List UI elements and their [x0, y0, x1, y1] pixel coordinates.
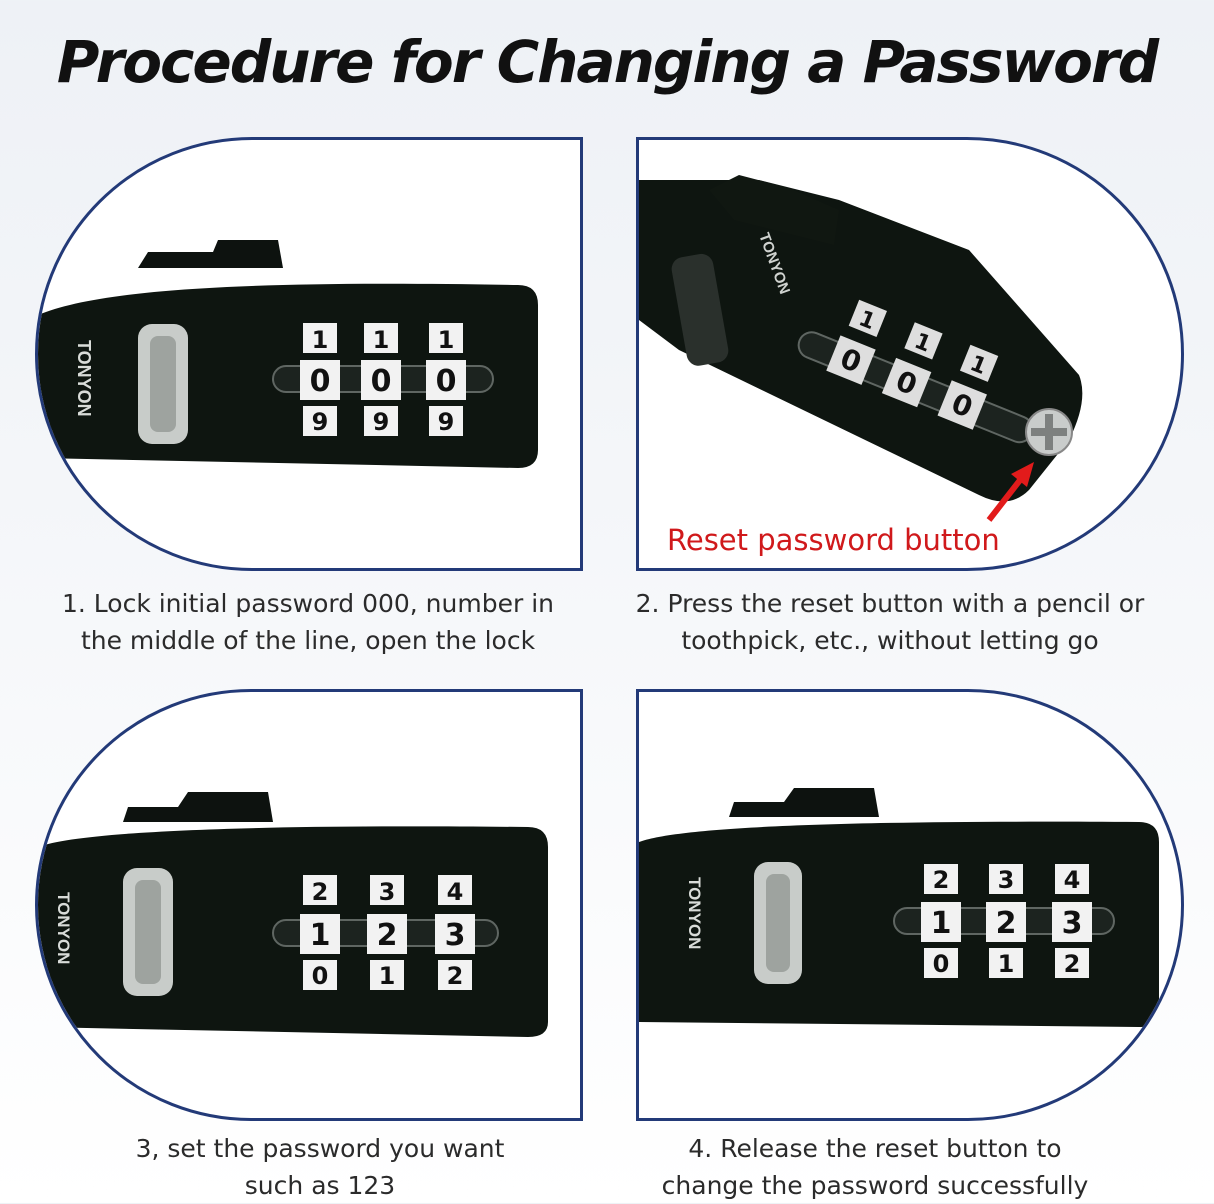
dial-digit-top: 3 — [379, 878, 396, 906]
dial-digit-middle: 2 — [996, 906, 1017, 941]
step-3-panel: TONYON 2 3 4 1 2 3 0 1 2 — [35, 689, 583, 1121]
dial-wheel — [986, 864, 1026, 978]
dial-wheel — [426, 323, 466, 436]
dial-digit-top: 2 — [933, 866, 950, 894]
brand-logo: TONYON — [74, 340, 94, 417]
dial-digit-top: 4 — [1064, 866, 1081, 894]
step-1-panel: TONYON 1 1 1 0 0 0 9 9 9 — [35, 137, 583, 571]
dial-digit-top: 2 — [312, 878, 329, 906]
dial-wheel — [937, 344, 999, 430]
dial-wheel — [826, 299, 887, 385]
dial-digit-bottom: 0 — [312, 962, 329, 990]
dial-digit-bottom: 9 — [312, 408, 329, 436]
dial-digit-middle: 3 — [1062, 906, 1083, 941]
dial-digit-bottom: 2 — [447, 962, 464, 990]
dial-wheel — [300, 323, 340, 436]
dial-digit-top: 4 — [447, 878, 464, 906]
dial-digit-bottom: 0 — [933, 950, 950, 978]
dial-digit-middle: 0 — [371, 364, 392, 399]
reset-button-callout: Reset password button — [667, 523, 1000, 557]
dial-digit-middle: 2 — [377, 918, 398, 953]
dial-digit-bottom: 1 — [379, 962, 396, 990]
step-4-caption: 4. Release the reset button to change th… — [661, 1134, 1089, 1200]
dial-digit-top: 3 — [998, 866, 1015, 894]
dial-digit-bottom: 1 — [998, 950, 1015, 978]
step-1-caption: 1. Lock initial password 000, number in … — [61, 589, 554, 655]
reset-button-icon — [1025, 408, 1073, 456]
lock-image-step-2: TONYON 1 1 1 0 0 0 — [639, 175, 1083, 522]
dial-digit-top: 1 — [373, 326, 390, 354]
dial-wheel — [300, 875, 340, 990]
dial-digit-bottom: 9 — [373, 408, 390, 436]
dial-digit-middle: 3 — [445, 918, 466, 953]
page-title: Procedure for Changing a Password — [56, 28, 1159, 96]
step-4-panel: TONYON 2 3 4 1 2 3 0 1 2 — [636, 689, 1184, 1121]
lock-image-step-3: TONYON 2 3 4 1 2 3 0 1 2 — [38, 792, 548, 1037]
step-2-panel: TONYON 1 1 1 0 0 0 — [636, 137, 1184, 571]
dial-wheel — [367, 875, 407, 990]
dial-digit-top: 1 — [312, 326, 329, 354]
brand-logo: TONYON — [685, 877, 704, 949]
dial-wheel — [435, 875, 475, 990]
dial-digit-middle: 1 — [310, 918, 331, 953]
dial-digit-middle: 0 — [310, 364, 331, 399]
arrow-icon — [986, 462, 1034, 522]
step-3-caption: 3, set the password you want such as 123 — [135, 1134, 505, 1200]
dial-wheel — [921, 864, 961, 978]
lock-image-step-4: TONYON 2 3 4 1 2 3 0 1 2 — [639, 788, 1159, 1027]
dial-digit-middle: 1 — [931, 906, 952, 941]
dial-wheel — [361, 323, 401, 436]
dial-wheel — [1052, 864, 1092, 978]
lock-image-step-1: TONYON 1 1 1 0 0 0 9 9 9 — [38, 240, 538, 468]
brand-logo: TONYON — [54, 892, 73, 964]
dial-digit-bottom: 9 — [438, 408, 455, 436]
dial-digit-top: 1 — [438, 326, 455, 354]
dial-digit-bottom: 2 — [1064, 950, 1081, 978]
dial-wheel — [881, 322, 943, 408]
step-2-caption: 2. Press the reset button with a pencil … — [635, 589, 1145, 655]
dial-digit-middle: 0 — [436, 364, 457, 399]
